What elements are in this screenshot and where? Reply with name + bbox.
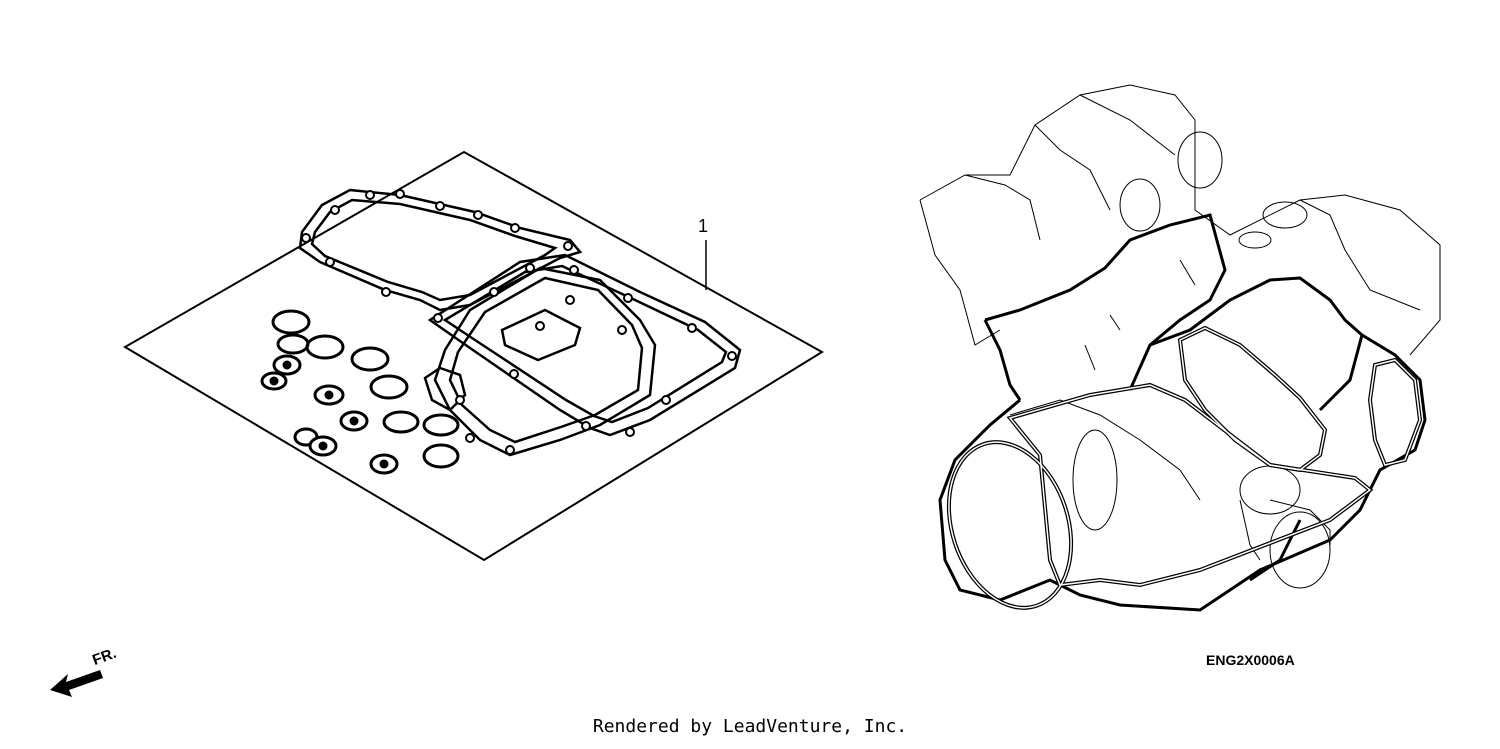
diagram-code: ENG2X0006A (1206, 652, 1295, 668)
footer-credit: Rendered by LeadVenture, Inc. (592, 716, 908, 737)
gasket-bolt-holes (301, 189, 737, 455)
engine-gaskets (946, 325, 1423, 610)
o-rings-and-seals (271, 309, 460, 469)
gasket-set (298, 188, 742, 457)
part-callout-number: 1 (698, 216, 709, 236)
gasket-kit-sheet (123, 150, 824, 562)
engine-illustration (919, 84, 1441, 612)
front-direction-arrow-icon (50, 670, 103, 697)
small-seals (260, 354, 399, 475)
